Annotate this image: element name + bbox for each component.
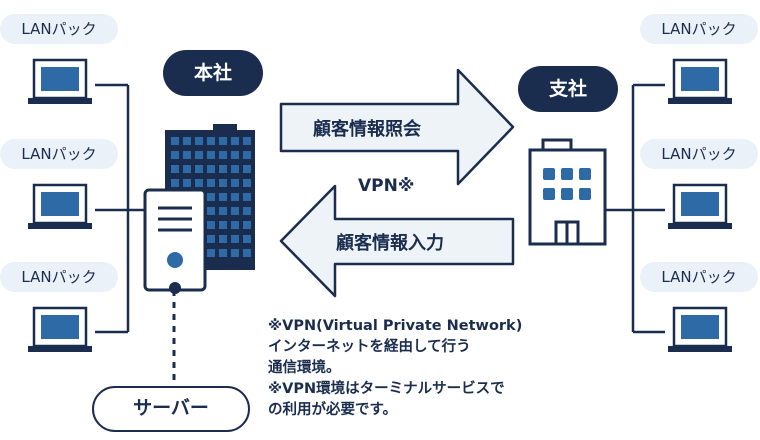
building-window (207, 249, 215, 257)
laptop-icon (28, 306, 92, 352)
building-window (231, 165, 239, 173)
building-window (231, 179, 239, 187)
laptop-icon (668, 58, 732, 104)
branch-building-icon (528, 138, 607, 246)
building-window (207, 165, 215, 173)
building-window (207, 151, 215, 159)
branch-office-badge: 支社 (518, 66, 618, 112)
building-window (207, 207, 215, 215)
building-window (219, 221, 227, 229)
left-connector-lines (95, 83, 145, 334)
building-window (231, 207, 239, 215)
building-window (231, 151, 239, 159)
vpn-footnote: ※VPN(Virtual Private Network) インターネットを経由… (268, 316, 522, 421)
laptop-icon (668, 306, 732, 352)
building-window (231, 137, 239, 145)
building-window (231, 193, 239, 201)
building-window (195, 179, 203, 187)
lan-pack-label: LANパック (0, 14, 118, 44)
note-line: 通信環境。 (268, 360, 341, 376)
building-window (231, 221, 239, 229)
building-window (183, 179, 191, 187)
building-window (579, 188, 591, 200)
laptop-icon (28, 183, 92, 229)
building-window (231, 249, 239, 257)
lan-pack-label: LANパック (640, 139, 758, 169)
building-window (171, 165, 179, 173)
building-window (219, 207, 227, 215)
building-window (543, 168, 555, 180)
arrow-left-label: 顧客情報入力 (336, 233, 444, 254)
right-connector-lines (603, 83, 665, 334)
building-window (231, 235, 239, 243)
lan-pack-label: LANパック (640, 262, 758, 292)
building-window (207, 179, 215, 187)
building-window (207, 221, 215, 229)
building-window (243, 207, 251, 215)
head-office-badge: 本社 (163, 50, 263, 96)
note-line: ※VPN(Virtual Private Network) (268, 318, 523, 334)
lan-pack-label: LANパック (0, 262, 118, 292)
laptop-icon (28, 58, 92, 104)
building-window (207, 235, 215, 243)
building-window (195, 165, 203, 173)
vpn-label: VPN※ (358, 176, 415, 196)
building-window (243, 137, 251, 145)
building-window (219, 179, 227, 187)
building-window (561, 168, 573, 180)
building-window (243, 179, 251, 187)
building-window (579, 168, 591, 180)
lan-pack-label: LANパック (0, 139, 118, 169)
building-window (219, 165, 227, 173)
building-window (243, 165, 251, 173)
building-window (219, 193, 227, 201)
note-line: の利用が必要です。 (268, 402, 398, 418)
arrow-right (279, 68, 515, 186)
building-window (171, 151, 179, 159)
arrow-left (279, 184, 515, 298)
arrow-right-label: 顧客情報照会 (313, 119, 421, 140)
building-window (561, 188, 573, 200)
building-window (243, 235, 251, 243)
server-label: サーバー (92, 386, 250, 432)
building-window (195, 137, 203, 145)
note-line: ※VPN環境はターミナルサービスで (268, 381, 505, 397)
building-window (219, 249, 227, 257)
building-window (243, 151, 251, 159)
note-line: インターネットを経由して行う (268, 339, 471, 355)
building-window (183, 151, 191, 159)
building-window (243, 193, 251, 201)
building-window (219, 235, 227, 243)
building-window (243, 221, 251, 229)
building-window (183, 137, 191, 145)
building-window (183, 165, 191, 173)
server-icon (143, 188, 207, 294)
laptop-icon (668, 183, 732, 229)
building-window (243, 249, 251, 257)
building-window (171, 179, 179, 187)
building-window (207, 193, 215, 201)
building-window (171, 137, 179, 145)
building-window (543, 188, 555, 200)
building-window (195, 151, 203, 159)
building-window (219, 137, 227, 145)
building-window (207, 137, 215, 145)
lan-pack-label: LANパック (640, 14, 758, 44)
building-window (219, 151, 227, 159)
